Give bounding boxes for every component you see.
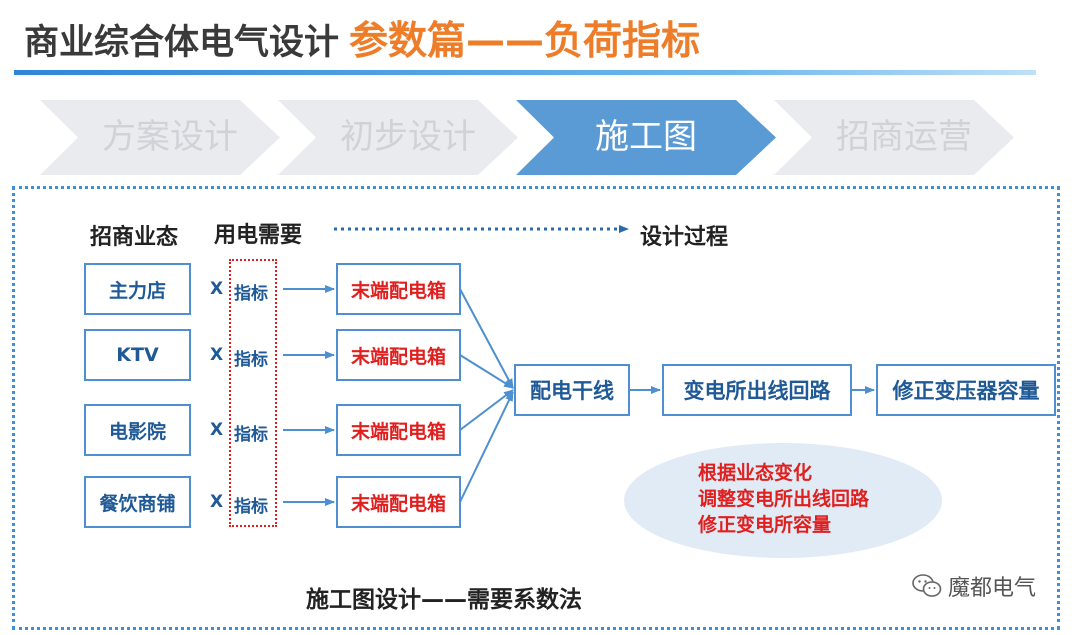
header-process: 设计过程 [640,225,729,250]
step-chevron-1 [40,100,280,175]
indicator-label: 指标 [234,350,268,370]
note-ellipse [624,443,942,558]
step-chevron-2 [278,100,518,175]
diagram-frame [12,186,1060,630]
converge-line-3 [459,389,514,431]
wechat-icon [912,574,942,597]
indicator-label: 指标 [234,425,268,445]
page-title: 商业综合体电气设计 参数篇——负荷指标 [24,10,700,64]
indicator-group-box [229,259,277,527]
step-label-1: 方案设计 [102,117,238,157]
outgoing-circuit-box: 变电所出线回路 [662,364,852,416]
end-distribution-box: 末端配电箱 [336,404,461,456]
trunk-line-box: 配电干线 [514,364,630,416]
store-box-cinema: 电影院 [84,404,191,456]
multiply-sign: X [210,420,224,440]
store-box-restaurant: 餐饮商铺 [84,476,191,528]
note-line-2: 调整变电所出线回路 [698,488,870,510]
watermark: 魔都电气 [912,568,1036,604]
step-chevron-3 [516,100,776,175]
step-label-2: 初步设计 [340,117,476,157]
store-box-ktv: KTV [84,329,191,381]
header-demand: 用电需要 [214,223,303,248]
end-distribution-box: 末端配电箱 [336,329,461,381]
indicator-label: 指标 [234,284,268,304]
converge-line-4 [459,391,514,503]
step-label-3: 施工图 [595,117,697,157]
converge-line-2 [459,354,514,389]
step-label-4: 招商运营 [836,117,972,157]
store-box-anchor: 主力店 [84,263,191,315]
transformer-capacity-box: 修正变压器容量 [876,364,1056,416]
note-line-1: 根据业态变化 [698,462,813,484]
diagram-caption: 施工图设计——需要系数法 [306,587,582,613]
watermark-text: 魔都电气 [948,576,1037,601]
multiply-sign: X [210,279,224,299]
header-format: 招商业态 [90,225,179,250]
end-distribution-box: 末端配电箱 [336,476,461,528]
title-underline [14,70,1036,75]
note-line-3: 修正变电所容量 [698,514,832,536]
converge-line-1 [459,288,514,389]
step-chevron-4 [774,100,1014,175]
title-accent: 参数篇——负荷指标 [349,19,701,64]
indicator-label: 指标 [234,497,268,517]
multiply-sign: X [210,345,224,365]
end-distribution-box: 末端配电箱 [336,263,461,315]
title-main: 商业综合体电气设计 [24,23,340,63]
process-steps: 方案设计 初步设计 施工图 招商运营 [40,100,1030,175]
multiply-sign: X [210,492,224,512]
